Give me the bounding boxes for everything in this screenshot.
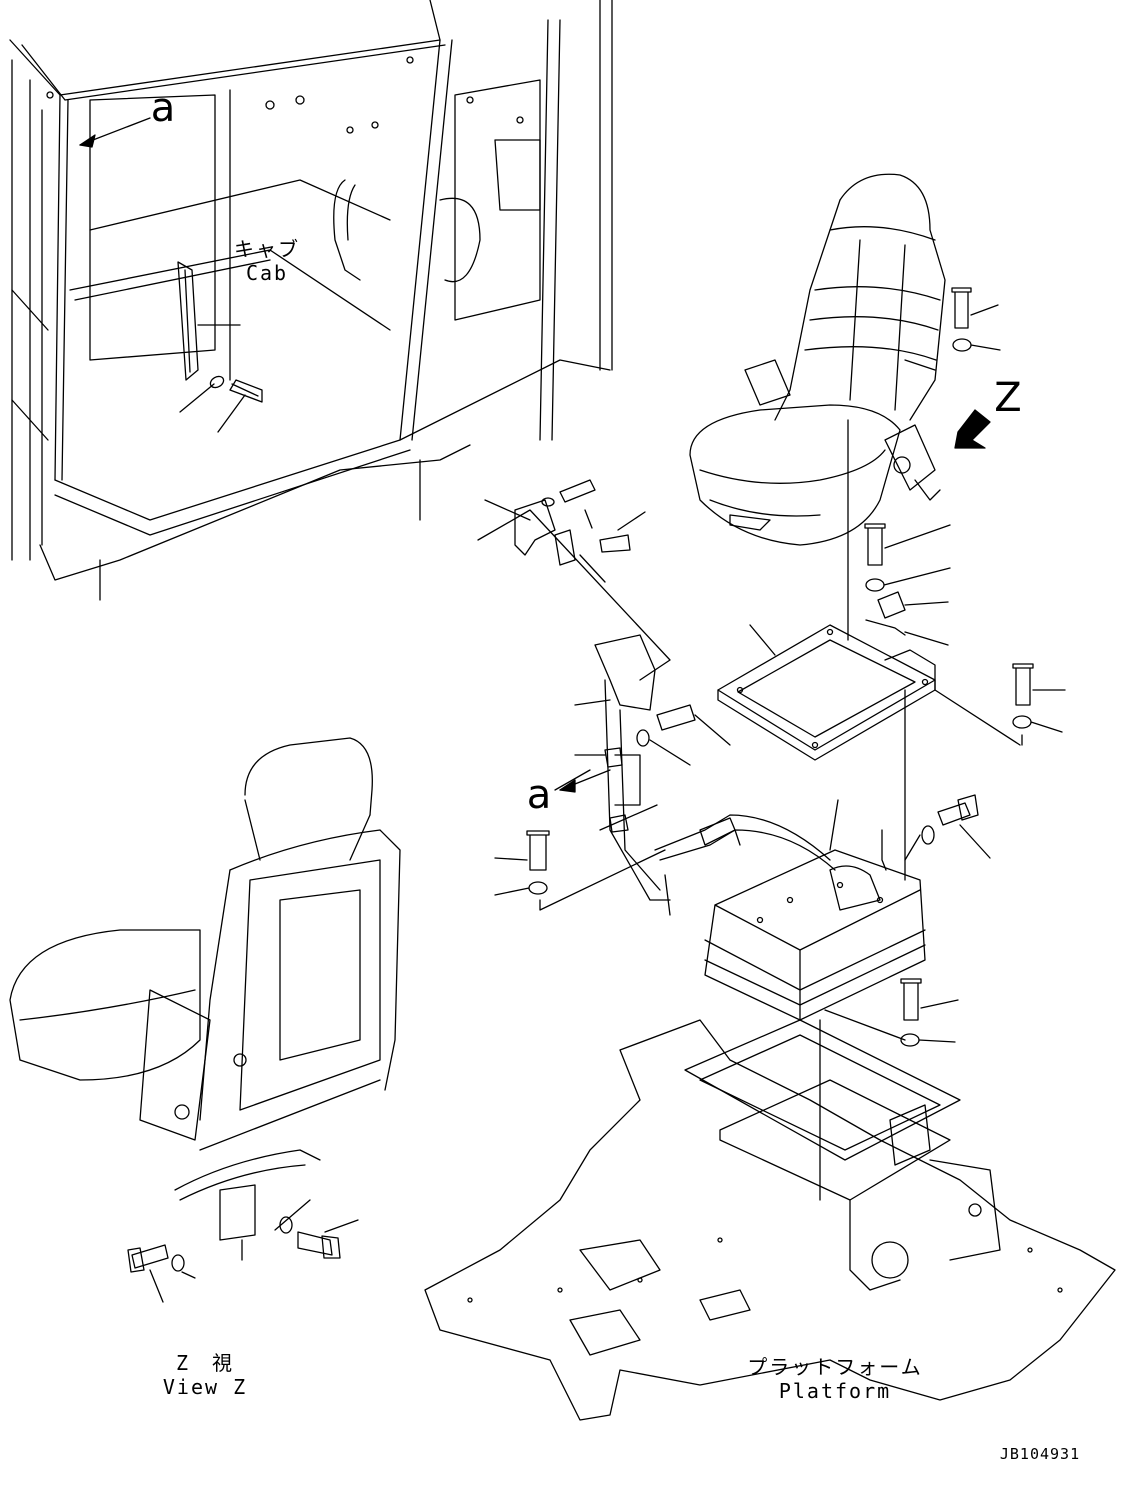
view-z-label-en: View Z	[162, 1375, 248, 1399]
ref-marker-a-top: a	[150, 85, 176, 131]
ref-marker-a-mid: a	[526, 772, 552, 818]
view-z-seat	[10, 738, 400, 1302]
wire-connector	[655, 815, 835, 915]
view-z-label-jp: Z 視	[175, 1351, 235, 1375]
left-fasteners	[495, 831, 665, 910]
cab-label-jp: キャブ	[234, 237, 300, 261]
cab-bracket-plate	[178, 262, 262, 432]
view-z-marker: Z	[994, 375, 1022, 421]
cab-frame	[10, 0, 612, 600]
drawing-code: JB104931	[999, 1445, 1081, 1463]
belt-harness	[560, 635, 730, 900]
platform	[425, 1020, 1115, 1420]
seat-mounting-plate	[718, 420, 1020, 880]
platform-label-en: Platform	[778, 1379, 892, 1403]
operator-seat	[690, 174, 945, 545]
cab-label-en: Cab	[245, 261, 289, 285]
seat-suspension	[705, 795, 990, 1200]
platform-label-jp: プラットフォーム	[747, 1355, 923, 1379]
view-z-arrow	[955, 410, 990, 448]
seat-mount-fasteners	[865, 288, 1065, 745]
seat-belt-bracket	[478, 480, 670, 680]
ref-a-arrow	[555, 770, 590, 790]
